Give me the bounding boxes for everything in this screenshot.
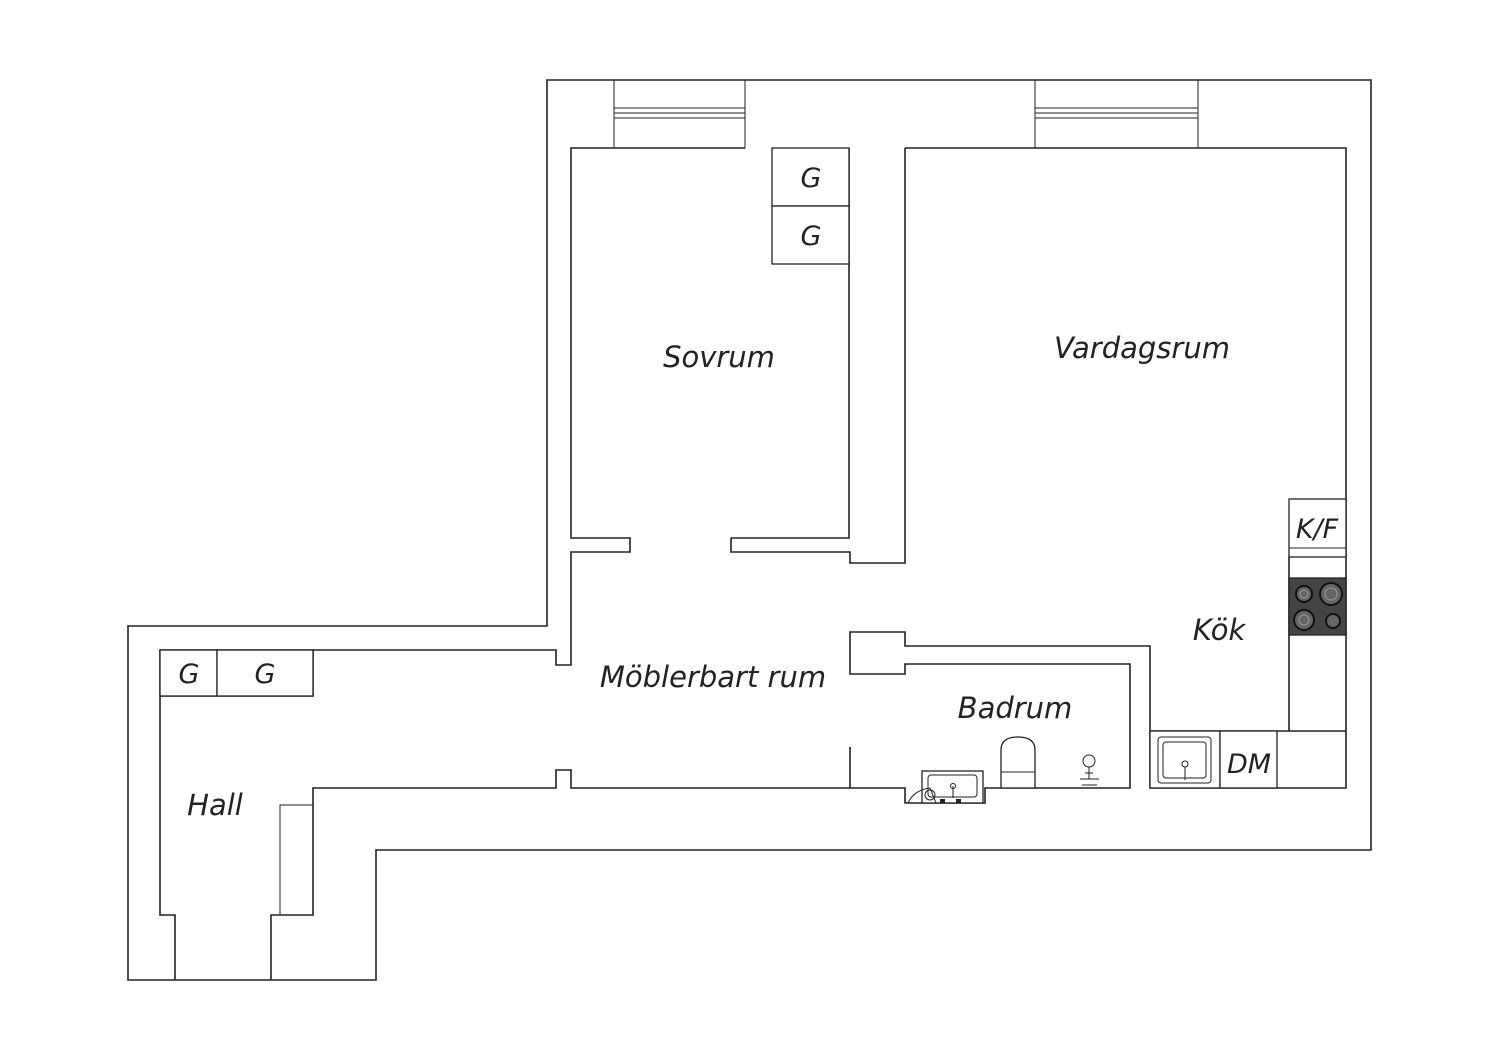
bedroom-wall: [730, 148, 906, 564]
bedroom-window: [613, 79, 746, 149]
wardrobe-label: G: [255, 659, 276, 690]
shower-icon: [1080, 754, 1099, 786]
room-label-sovrum: Sovrum: [663, 340, 775, 374]
dishwasher: DM: [1219, 730, 1278, 789]
room-label-vardagsrum: Vardagsrum: [1054, 331, 1230, 365]
hall-closet: [279, 804, 313, 915]
hall-wardrobes: G G: [159, 649, 314, 697]
outer-wall: [127, 79, 1372, 981]
toilet-icon: [1000, 736, 1036, 789]
inner-wall: [270, 147, 1347, 980]
bathroom-sink-icon: [907, 770, 984, 804]
room-label-kok: Kök: [1193, 613, 1247, 647]
fridge-freezer: K/F: [1288, 498, 1347, 558]
room-label-moblerbart-rum: Möblerbart rum: [600, 660, 826, 694]
dishwasher-label: DM: [1227, 749, 1271, 780]
wardrobe-label: G: [801, 163, 822, 194]
room-label-hall: Hall: [187, 788, 243, 822]
corridor-wall: [313, 147, 745, 666]
wardrobe-label: G: [801, 221, 822, 252]
room-label-badrum: Badrum: [958, 691, 1073, 725]
bedroom-wardrobes: G G: [771, 147, 850, 265]
kitchen-sink-icon: [1149, 730, 1221, 789]
fridge-freezer-label: K/F: [1296, 514, 1339, 545]
stove-icon: [1288, 577, 1347, 636]
living-room-window: [1034, 79, 1199, 149]
wardrobe-label: G: [179, 659, 200, 690]
